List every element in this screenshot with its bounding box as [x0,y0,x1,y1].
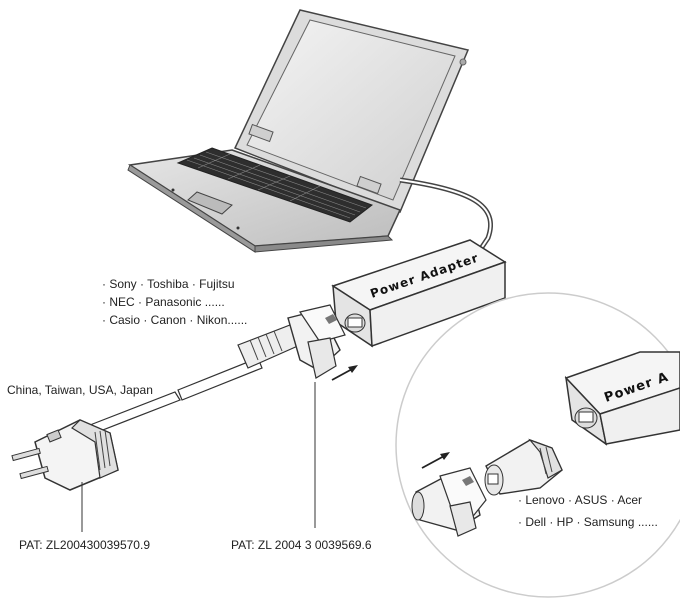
brands-top-line3: · Casio · Canon · Nikon...... [102,313,248,327]
laptop-screen [246,19,456,201]
ac-connector [237,304,346,379]
ac-plug [11,419,119,491]
laptop-keyboard [176,147,374,223]
connector-patent-label: PAT: ZL 2004 3 0039569.6 [231,538,372,552]
zoom-dc-plug [484,438,563,496]
insert-arrow-zoom [421,452,450,469]
zoom-ac-connector [411,467,487,537]
plug-patent-label: PAT: ZL200430039570.9 [19,538,150,552]
brands-zoom-line2: · Dell · HP · Samsung ...... [518,515,658,529]
zoom-adapter: Power A [564,351,680,446]
laptop [127,9,470,253]
regions-label: China, Taiwan, USA, Japan [7,383,153,397]
brands-zoom-line1: · Lenovo · ASUS · Acer [518,493,643,507]
insert-arrow-top [331,365,358,381]
brands-top-line1: · Sony · Toshiba · Fujitsu [102,277,235,291]
laptop-touchpad [187,191,233,215]
dc-cable [399,177,494,252]
power-adapter: Power Adapter [331,239,507,348]
brands-top-line2: · NEC · Panasonic ...... [102,295,225,309]
